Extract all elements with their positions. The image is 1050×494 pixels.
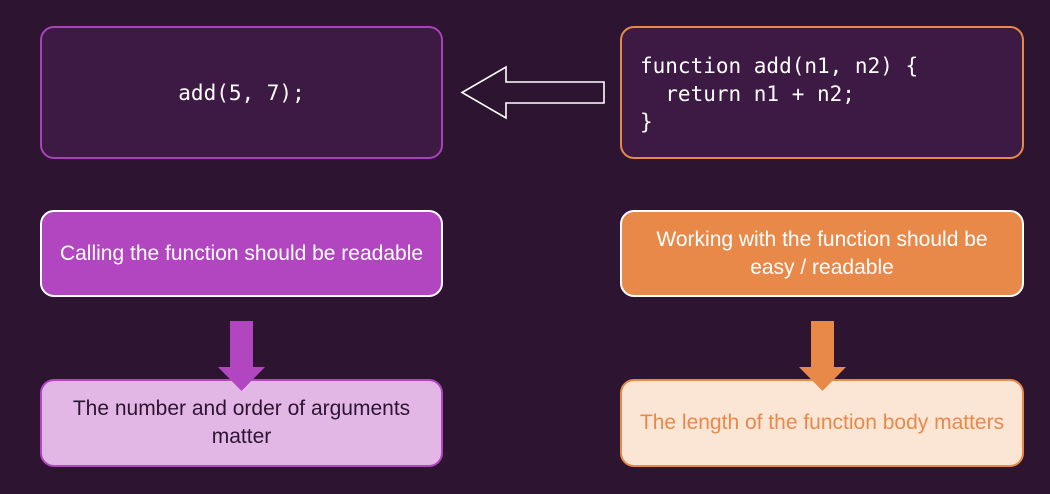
working-readable-text: Working with the function should be easy… (656, 227, 988, 279)
calling-readable-box: Calling the function should be readable (40, 210, 443, 297)
arguments-matter-text: The number and order of arguments matter (72, 397, 411, 448)
working-readable-box: Working with the function should be easy… (620, 210, 1024, 297)
function-call-code: add(5, 7); (178, 80, 305, 105)
function-definition-code: function add(n1, n2) { return n1 + n2; } (640, 54, 919, 134)
purple-down-arrow-icon (218, 321, 265, 391)
function-definition-box: function add(n1, n2) { return n1 + n2; } (620, 26, 1024, 159)
left-arrow-icon (460, 65, 605, 120)
arguments-matter-box: The number and order of arguments matter (40, 379, 443, 467)
body-length-matters-text: The length of the function body matters (639, 411, 1005, 434)
body-length-matters-box: The length of the function body matters (620, 379, 1024, 467)
orange-down-arrow-icon (799, 321, 846, 391)
function-call-box: add(5, 7); (40, 26, 443, 159)
calling-readable-text: Calling the function should be readable (59, 241, 424, 265)
